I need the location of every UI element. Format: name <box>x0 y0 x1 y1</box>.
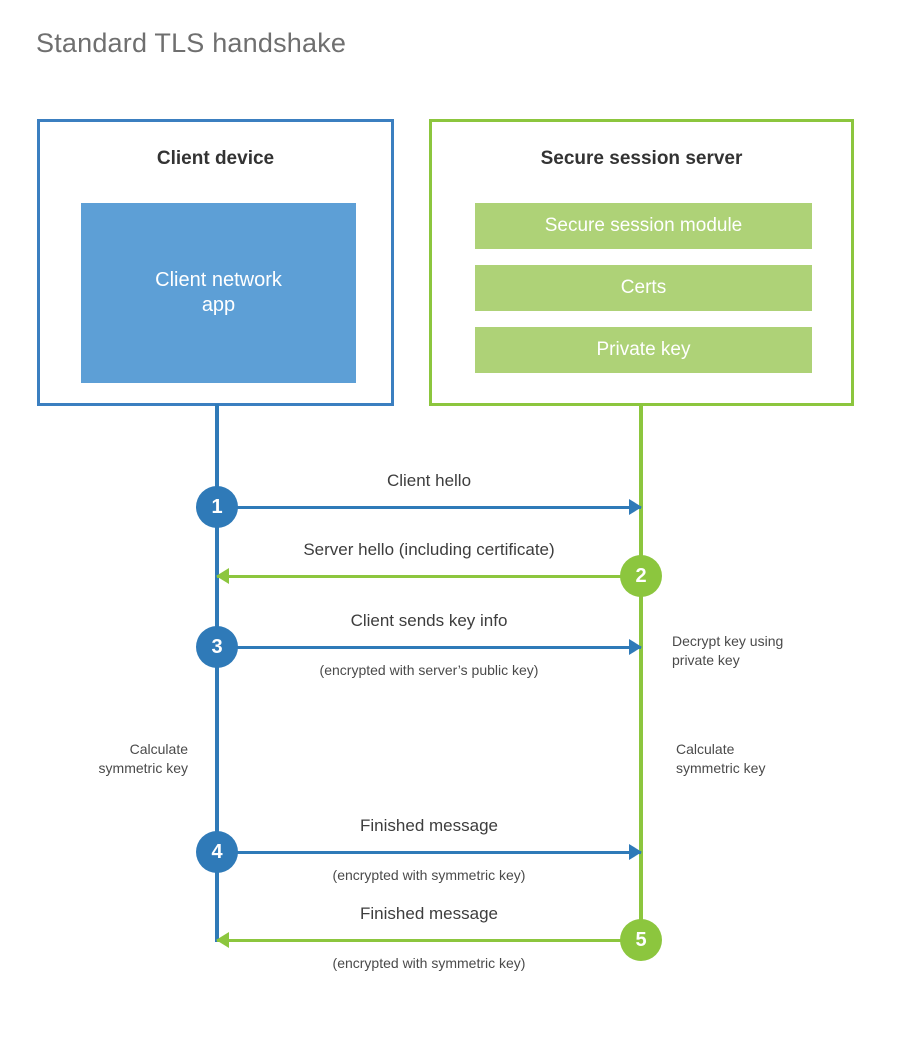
note-calculate-symmetric-key-client: Calculate symmetric key <box>98 741 188 776</box>
server-module-certs: Certs <box>475 265 812 311</box>
server-lifeline <box>639 404 643 942</box>
step-circle-5: 5 <box>620 919 662 961</box>
arrow-shaft <box>217 939 641 942</box>
step-circle-3: 3 <box>196 626 238 668</box>
note-decrypt-key: Decrypt key using private key <box>672 633 784 668</box>
message-sublabel-finished-server: (encrypted with symmetric key) <box>332 955 526 971</box>
message-label-finished-server: Finished message <box>360 904 498 923</box>
client-device-box: Client device Client network app <box>37 119 394 406</box>
step-circle-4: 4 <box>196 831 238 873</box>
client-network-app-block: Client network app <box>81 203 356 383</box>
step-circle-2: 2 <box>620 555 662 597</box>
client-device-title: Client device <box>156 148 275 169</box>
arrow-shaft <box>217 646 641 649</box>
secure-session-server-title: Secure session server <box>540 148 743 169</box>
arrow-head-right <box>629 639 642 655</box>
server-module-private-key: Private key <box>475 327 812 373</box>
arrow-head-right <box>629 844 642 860</box>
arrow-shaft <box>217 506 641 509</box>
arrow-shaft <box>217 575 641 578</box>
arrow-shaft <box>217 851 641 854</box>
secure-session-server-box: Secure session server Secure session mod… <box>429 119 854 406</box>
message-label-client-hello: Client hello <box>386 471 472 490</box>
message-sublabel-client-key-info: (encrypted with server’s public key) <box>319 662 539 678</box>
message-label-finished-client: Finished message <box>360 816 498 835</box>
note-calculate-symmetric-key-server: Calculate symmetric key <box>676 741 766 776</box>
message-sublabel-finished-client: (encrypted with symmetric key) <box>332 867 526 883</box>
page-title: Standard TLS handshake <box>36 28 347 58</box>
arrow-head-left <box>216 568 229 584</box>
client-lifeline <box>215 404 219 942</box>
step-circle-1: 1 <box>196 486 238 528</box>
server-module-secure-session-module: Secure session module <box>475 203 812 249</box>
arrow-head-right <box>629 499 642 515</box>
arrow-head-left <box>216 932 229 948</box>
message-label-server-hello: Server hello (including certificate) <box>303 540 555 559</box>
message-label-client-key-info: Client sends key info <box>350 611 508 630</box>
